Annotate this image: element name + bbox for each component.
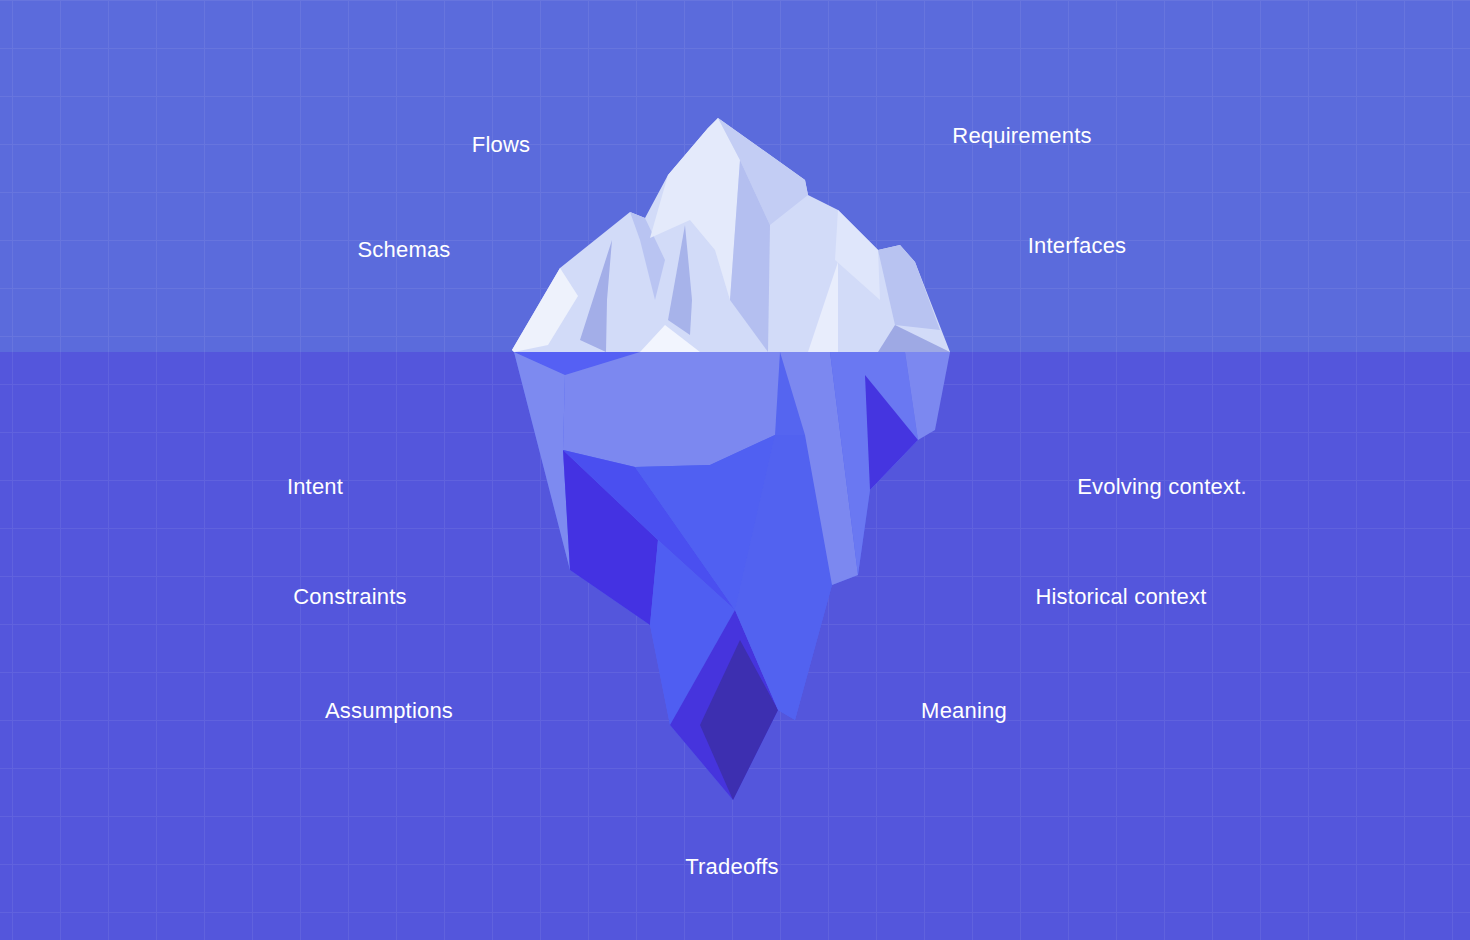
concept-label: Flows [472,132,530,158]
iceberg-facet [830,352,918,575]
iceberg-facet [514,352,570,570]
iceberg-facet [808,262,838,352]
iceberg-facet [512,118,950,352]
concept-label: Meaning [921,698,1007,724]
concept-label: Evolving context. [1077,474,1247,500]
iceberg-facet [514,352,950,800]
concept-label: Constraints [293,584,406,610]
iceberg-facet [730,160,770,352]
iceberg-facet [865,375,918,490]
iceberg-facet [640,325,700,352]
concept-label: Schemas [357,237,450,263]
iceberg-facet [580,240,612,352]
iceberg-facet [878,325,950,352]
iceberg-underwater [514,352,950,800]
concept-label: Historical context [1035,584,1206,610]
concept-label: Intent [287,474,343,500]
iceberg-facet [878,245,940,330]
concept-label: Requirements [952,123,1091,149]
iceberg-facet [512,268,578,352]
iceberg-facet [668,225,692,335]
iceberg-facet [835,210,880,300]
iceberg-facet [650,118,740,300]
concept-label: Assumptions [325,698,453,724]
iceberg-facet [905,352,950,440]
iceberg-facet [718,118,808,225]
iceberg-top [512,118,950,352]
concept-label: Interfaces [1028,233,1127,259]
concept-label: Tradeoffs [685,854,779,880]
